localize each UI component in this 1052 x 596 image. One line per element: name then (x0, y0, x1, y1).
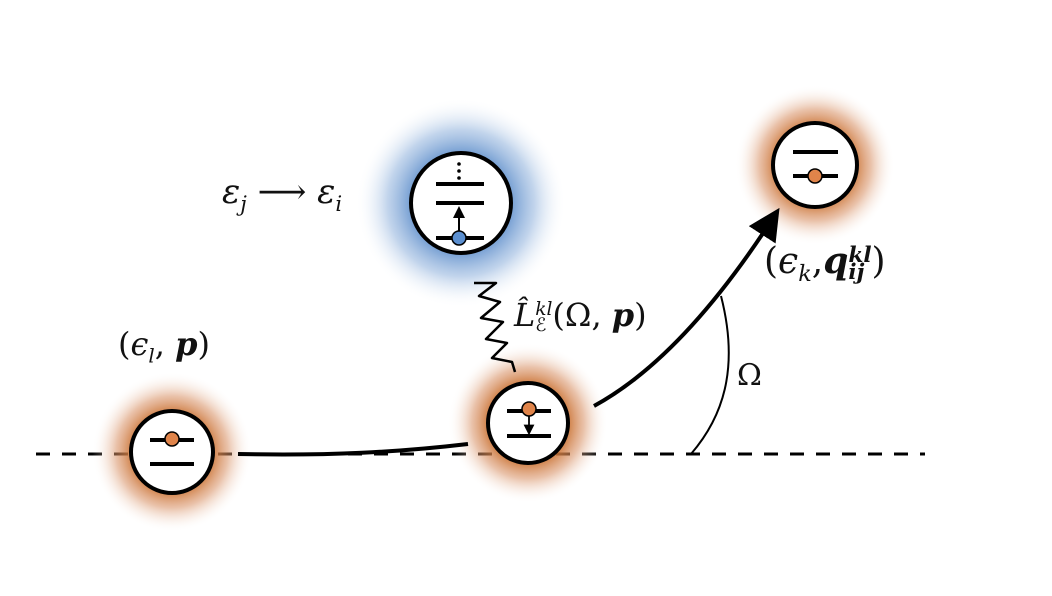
target-atom (409, 151, 513, 255)
collision-atom (486, 381, 570, 465)
scattering-angle-label: Ω (737, 358, 762, 393)
target-transition-label: εj ⟶ εi (222, 172, 343, 216)
incoming-trajectory (237, 442, 469, 457)
angle-arc (690, 295, 730, 455)
target-electron (451, 230, 467, 246)
incoming-atom (129, 409, 215, 495)
interaction-wavy-line (474, 281, 517, 373)
incoming-state-label: (ϵl, p) (118, 325, 210, 368)
outgoing-trajectory (593, 207, 780, 408)
outgoing-atom (771, 121, 859, 209)
